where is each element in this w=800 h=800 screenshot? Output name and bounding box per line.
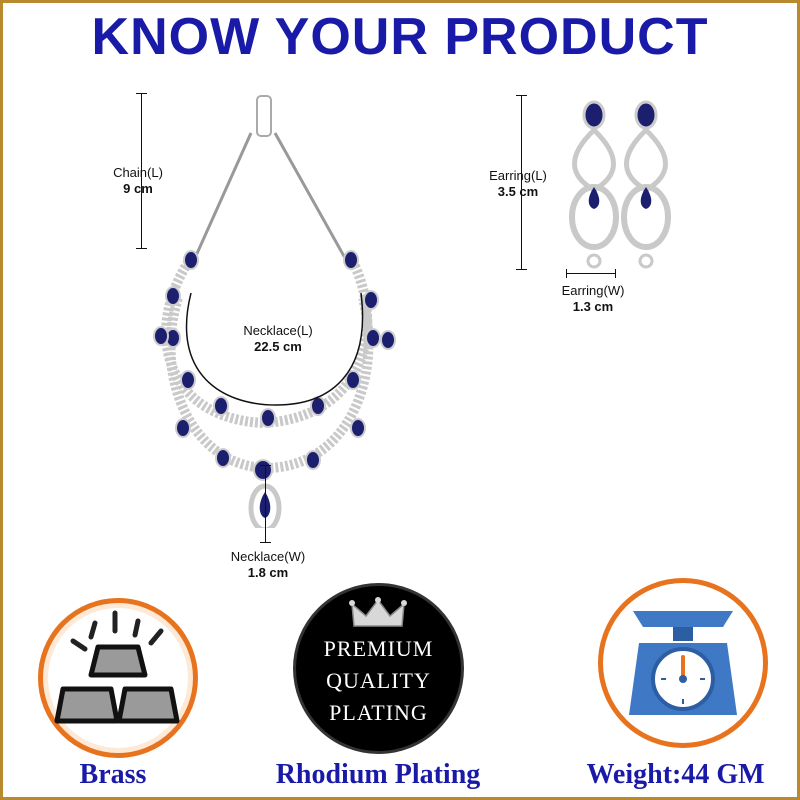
necklace-length-caption: Necklace(L) — [243, 323, 313, 338]
chain-length-caption: Chain(L) — [113, 165, 163, 180]
premium-line: PREMIUM — [323, 636, 434, 661]
brass-bars-icon — [48, 608, 188, 748]
necklace-width-value: 1.8 cm — [247, 565, 289, 580]
necklace-length-label: Necklace(L) 22.5 cm — [223, 323, 333, 355]
earring-width-label: Earring(W) 1.3 cm — [548, 283, 638, 315]
weight-badge — [598, 578, 768, 748]
earring-length-line — [516, 95, 527, 270]
necklace-width-line — [260, 465, 271, 543]
rhodium-caption: Rhodium Plating — [275, 759, 481, 790]
page-title: KNOW YOUR PRODUCT — [91, 8, 709, 66]
necklace-length-value: 22.5 cm — [254, 339, 302, 354]
brass-caption: Brass — [79, 759, 147, 790]
earring-width-caption: Earring(W) — [561, 283, 625, 298]
chain-length-label: Chain(L) 9 cm — [103, 165, 173, 197]
chain-length-line — [136, 93, 147, 249]
weight-caption: Weight:44 GM — [586, 759, 765, 790]
brass-badge — [38, 598, 198, 758]
crown-icon — [349, 597, 407, 627]
weighing-scale-icon — [629, 611, 737, 715]
necklace-length-arc — [185, 293, 364, 406]
earring-length-caption: Earring(L) — [489, 168, 547, 183]
premium-plating-badge: PREMIUM QUALITY PLATING — [293, 583, 464, 754]
necklace-width-caption: Necklace(W) — [230, 549, 306, 564]
chain-length-value: 9 cm — [123, 181, 153, 196]
plating-line: PLATING — [329, 700, 428, 725]
earring-width-value: 1.3 cm — [572, 299, 614, 314]
necklace-width-label: Necklace(W) 1.8 cm — [213, 549, 323, 581]
earring-width-line — [566, 269, 616, 278]
earring-length-label: Earring(L) 3.5 cm — [481, 168, 555, 200]
earrings-image — [569, 100, 671, 269]
earring-length-value: 3.5 cm — [497, 184, 539, 199]
quality-line: QUALITY — [326, 668, 431, 693]
